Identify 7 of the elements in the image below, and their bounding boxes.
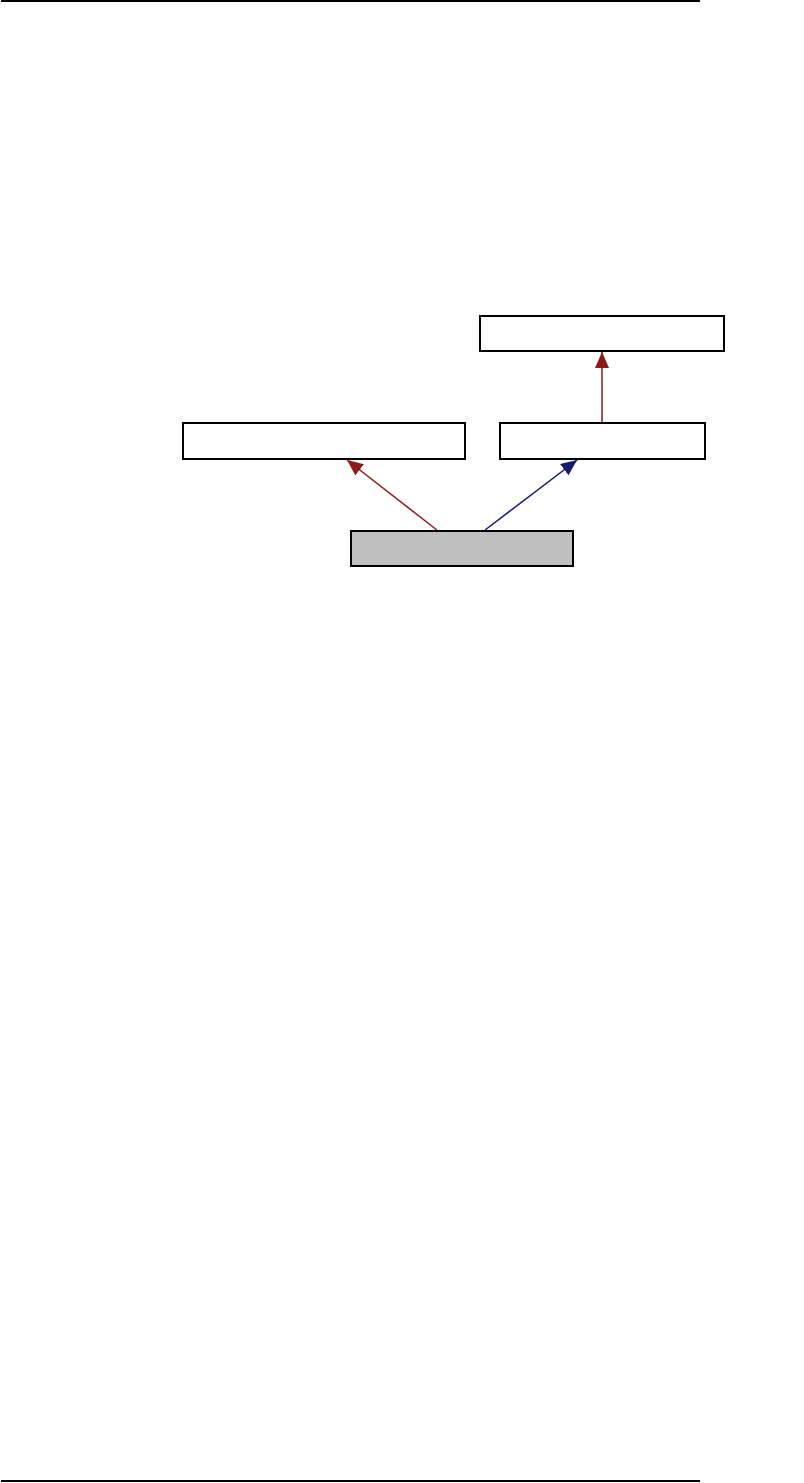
arrow <box>346 459 438 531</box>
empty-box <box>499 422 706 460</box>
arrow <box>595 351 609 423</box>
arrow <box>484 459 578 531</box>
empty-box <box>479 315 725 352</box>
empty-box <box>182 422 466 460</box>
empty-box <box>350 530 574 567</box>
